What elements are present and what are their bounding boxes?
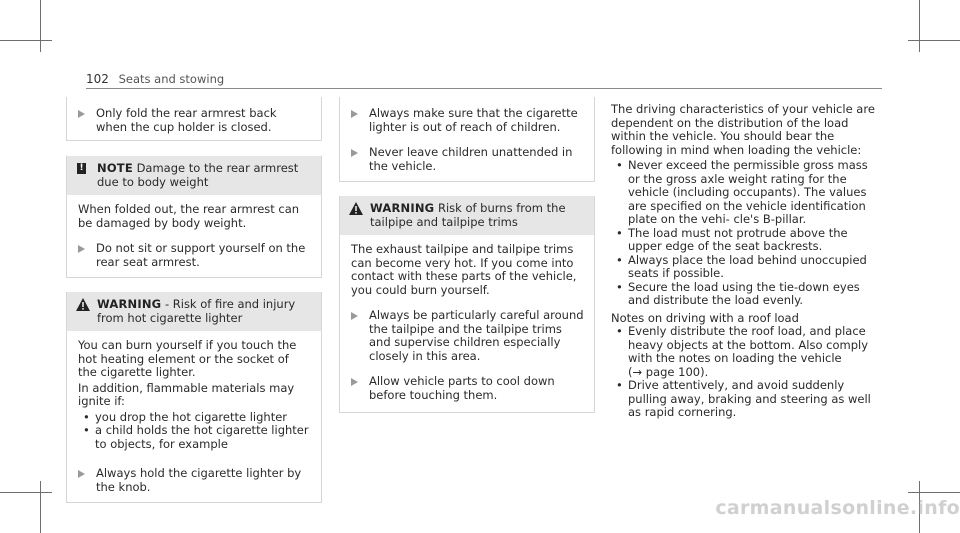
warning-title: - Risk of fire and injury from hot cigar…: [97, 297, 296, 325]
instruction-step: Never leave children unattended in the v…: [340, 145, 584, 173]
list-item: •Never exceed the permissible gross mass…: [616, 158, 868, 226]
arrow-icon: [351, 378, 358, 386]
arrow-icon: [78, 245, 85, 253]
arrow-icon: [78, 110, 85, 118]
step-box: Only fold the rear armrest back when the…: [66, 97, 322, 141]
warning-header: WARNING Risk of burns from the tailpipe …: [340, 196, 594, 235]
crop-mark: [40, 0, 41, 52]
warning-triangle-icon: [349, 202, 363, 219]
section-title: Seats and stowing: [118, 72, 225, 86]
arrow-icon: [351, 149, 358, 157]
crop-mark: [908, 40, 960, 41]
step-text: Never leave children unattended in the v…: [369, 145, 573, 173]
warning-body: The exhaust tailpipe and tailpipe trims …: [351, 242, 577, 297]
crop-mark: [919, 0, 920, 52]
instruction-step: Always hold the cigarette lighter by the…: [67, 455, 321, 502]
notes-heading: Notes on driving with a roof load: [611, 310, 799, 325]
warning-box: WARNING - Risk of fire and injury from h…: [66, 292, 322, 503]
page-number: 102: [86, 72, 109, 86]
warning-header: WARNING - Risk of fire and injury from h…: [67, 292, 321, 331]
column-left: Only fold the rear armrest back when the…: [66, 97, 322, 503]
warning-title: Risk of burns from the tailpipe and tail…: [370, 201, 566, 229]
instruction-step: Always make sure that the cigarette ligh…: [340, 106, 584, 134]
step-text: Always be particularly careful around th…: [369, 308, 584, 363]
warning-triangle-icon: [76, 298, 90, 315]
column-middle: Always make sure that the cigarette ligh…: [339, 97, 595, 413]
notice-keyword: NOTE: [97, 161, 133, 175]
warning-body: In addition, flammable materials may ign…: [78, 380, 295, 408]
crop-mark: [908, 492, 960, 493]
column-right: The driving characteristics of your vehi…: [611, 102, 879, 420]
list-item: •The load must not protrude above the up…: [616, 225, 848, 253]
list-item: •Always place the load behind unoccupied…: [616, 252, 867, 280]
step-text: Allow vehicle parts to cool down before …: [369, 374, 555, 402]
step-text: Always hold the cigarette lighter by the…: [96, 466, 302, 494]
arrow-icon: [351, 110, 358, 118]
step-text: Do not sit or support yourself on the re…: [96, 241, 306, 269]
exclamation-icon: !: [77, 163, 86, 174]
instruction-step: Only fold the rear armrest back when the…: [67, 106, 311, 134]
notice-title: Damage to the rear armrest due to body w…: [97, 161, 299, 189]
instruction-step: Allow vehicle parts to cool down before …: [340, 367, 594, 412]
crop-mark: [0, 492, 52, 493]
list-item: • Evenly distribute the roof load, and p…: [616, 324, 869, 379]
crop-mark: [919, 481, 920, 533]
list-item: •a child holds the hot cigarette lighter…: [83, 423, 309, 451]
notice-body: When folded out, the rear armrest can be…: [78, 202, 300, 230]
intro-paragraph: The driving characteristics of your vehi…: [611, 102, 875, 157]
warning-keyword: WARNING: [97, 297, 162, 311]
warning-body: You can burn yourself if you touch the h…: [78, 338, 297, 379]
crop-mark: [40, 481, 41, 533]
arrow-icon: [351, 312, 358, 320]
instruction-step: Always be particularly careful around th…: [340, 301, 594, 367]
list-item: •Drive attentively, and avoid suddenly p…: [616, 378, 871, 419]
notice-box: ! NOTE Damage to the rear armrest due to…: [66, 155, 322, 278]
page-reference-link[interactable]: (→ page 100).: [628, 364, 709, 379]
step-box: Always make sure that the cigarette ligh…: [339, 97, 595, 182]
list-item: •you drop the hot cigarette lighter: [83, 409, 288, 424]
warning-box: WARNING Risk of burns from the tailpipe …: [339, 196, 595, 413]
step-text: Always make sure that the cigarette ligh…: [369, 106, 578, 134]
page-header: 102 Seats and stowing: [86, 72, 882, 89]
list-item: •Secure the load using the tie-down eyes…: [616, 279, 860, 307]
warning-keyword: WARNING: [370, 201, 435, 215]
arrow-icon: [78, 470, 85, 478]
crop-mark: [0, 40, 52, 41]
notice-header: ! NOTE Damage to the rear armrest due to…: [67, 156, 321, 195]
instruction-step: Do not sit or support yourself on the re…: [67, 236, 321, 277]
watermark: carmanualsonline.info: [715, 497, 960, 519]
header-rule: [86, 88, 882, 89]
step-text: Only fold the rear armrest back when the…: [96, 106, 277, 134]
